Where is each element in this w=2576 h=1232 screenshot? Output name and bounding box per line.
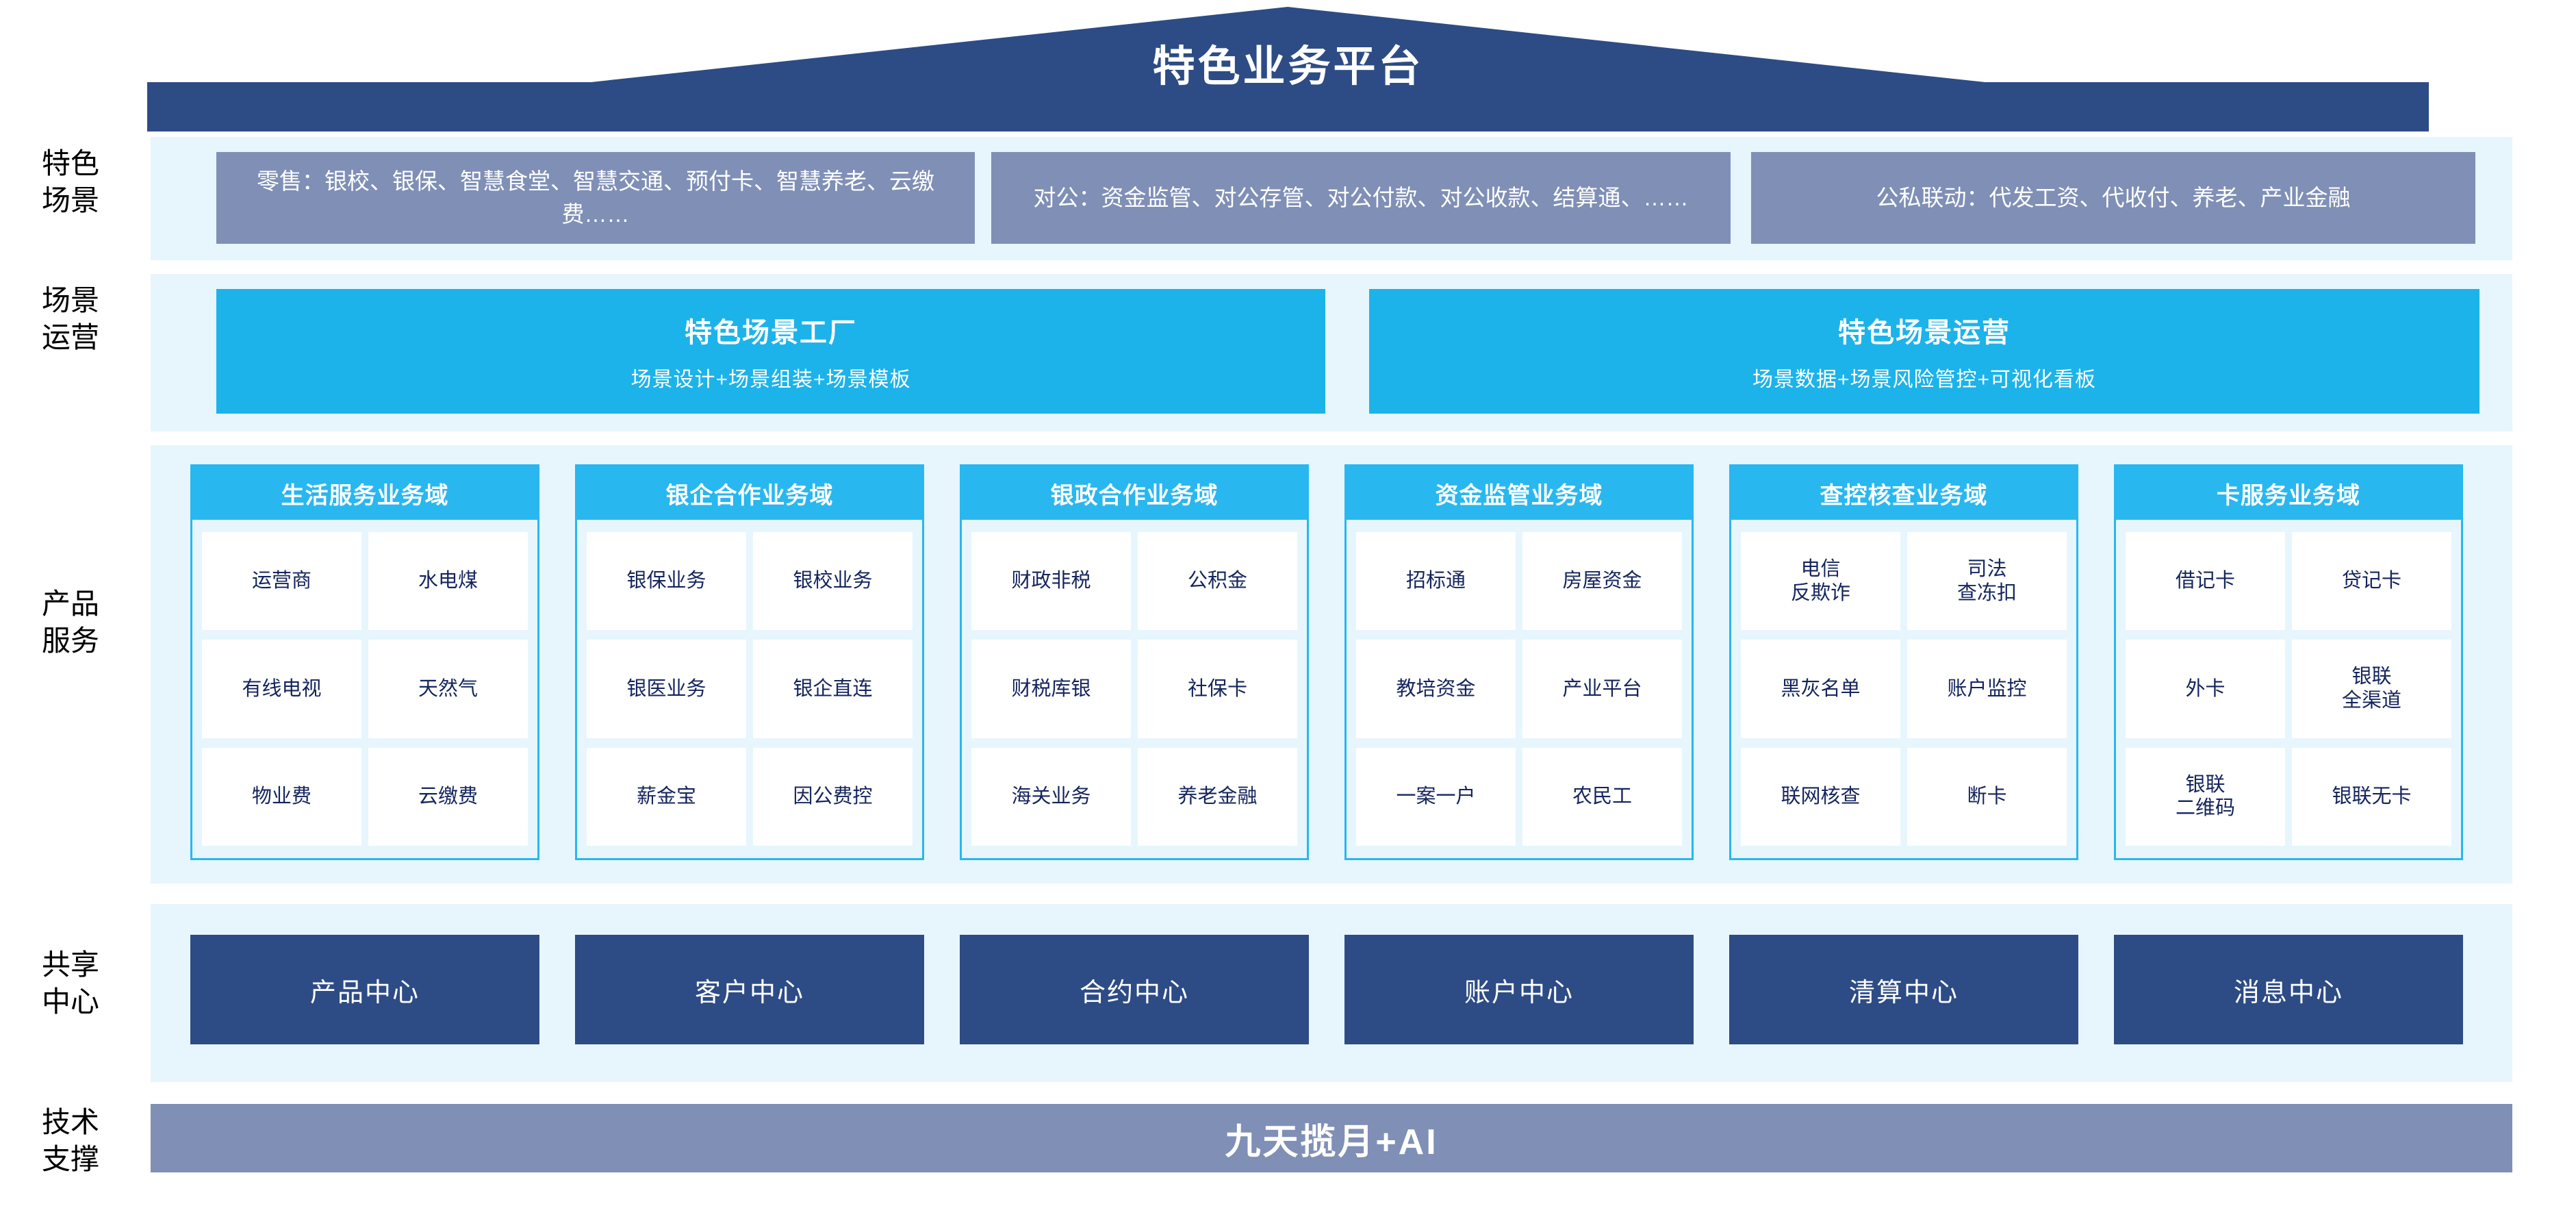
domain-item[interactable]: 天然气: [368, 640, 528, 738]
product-services-panel: 生活服务业务域 运营商 水电煤 有线电视 天然气 物业费 云缴费 银企合作业务域…: [151, 445, 2512, 883]
operations-panel: 特色场景工厂 场景设计+场景组装+场景模板 特色场景运营 场景数据+场景风险管控…: [151, 274, 2512, 431]
row-label-scenes: 特色 场景: [41, 147, 99, 216]
domain-item[interactable]: 薪金宝: [587, 747, 746, 846]
domain-item[interactable]: 社保卡: [1138, 640, 1297, 738]
domain-item-grid: 银保业务 银校业务 银医业务 银企直连 薪金宝 因公费控: [577, 520, 922, 858]
domain-column-card-service[interactable]: 卡服务业务域 借记卡 贷记卡 外卡 银联 全渠道 银联 二维码 银联无卡: [2114, 464, 2463, 860]
tech-support-panel: 九天揽月+AI: [151, 1104, 2512, 1186]
domain-item[interactable]: 银企直连: [753, 640, 913, 738]
scene-card-corporate[interactable]: 对公：资金监管、对公存管、对公付款、对公收款、结算通、……: [991, 152, 1731, 244]
domain-item[interactable]: 银联 二维码: [2126, 747, 2285, 846]
domain-item[interactable]: 电信 反欺诈: [1741, 532, 1900, 631]
domain-item[interactable]: 银校业务: [753, 532, 913, 631]
domain-item[interactable]: 银医业务: [587, 640, 746, 738]
ops-title: 特色场景工厂: [685, 318, 857, 348]
ops-card-scene-factory[interactable]: 特色场景工厂 场景设计+场景组装+场景模板: [216, 289, 1325, 414]
domain-column-life-service[interactable]: 生活服务业务域 运营商 水电煤 有线电视 天然气 物业费 云缴费: [190, 464, 539, 860]
domain-item[interactable]: 产业平台: [1522, 640, 1682, 738]
domain-item[interactable]: 财政非税: [971, 532, 1131, 631]
center-card-clearing[interactable]: 清算中心: [1729, 935, 2078, 1044]
scenes-panel: 零售：银校、银保、智慧食堂、智慧交通、预付卡、智慧养老、云缴费…… 对公：资金监…: [151, 137, 2512, 260]
platform-title-banner: 特色业务平台: [0, 0, 2576, 137]
page-title: 特色业务平台: [1152, 43, 1424, 90]
row-label-tech-support: 技术 支撑: [41, 1106, 99, 1175]
domain-header: 生活服务业务域: [192, 466, 537, 520]
domain-column-fund-supervision[interactable]: 资金监管业务域 招标通 房屋资金 教培资金 产业平台 一案一户 农民工: [1344, 464, 1694, 860]
domain-item[interactable]: 云缴费: [368, 747, 528, 846]
domain-column-bank-enterprise[interactable]: 银企合作业务域 银保业务 银校业务 银医业务 银企直连 薪金宝 因公费控: [575, 464, 924, 860]
domain-item[interactable]: 海关业务: [971, 747, 1131, 846]
center-card-customer[interactable]: 客户中心: [575, 935, 924, 1044]
ops-subtitle: 场景设计+场景组装+场景模板: [630, 368, 911, 391]
domain-item[interactable]: 养老金融: [1138, 747, 1297, 846]
domain-header: 银政合作业务域: [962, 466, 1307, 520]
domain-item-grid: 财政非税 公积金 财税库银 社保卡 海关业务 养老金融: [962, 520, 1307, 858]
domain-item[interactable]: 联网核查: [1741, 747, 1900, 846]
ops-subtitle: 场景数据+场景风险管控+可视化看板: [1752, 368, 2097, 391]
domain-header: 卡服务业务域: [2116, 466, 2461, 520]
domain-header: 查控核查业务域: [1731, 466, 2076, 520]
domain-item-grid: 借记卡 贷记卡 外卡 银联 全渠道 银联 二维码 银联无卡: [2116, 520, 2461, 858]
domain-item[interactable]: 因公费控: [753, 747, 913, 846]
domain-item[interactable]: 一案一户: [1356, 747, 1516, 846]
domain-header: 资金监管业务域: [1347, 466, 1692, 520]
domain-item[interactable]: 物业费: [202, 747, 361, 846]
domain-item[interactable]: 断卡: [1907, 747, 2067, 846]
center-card-contract[interactable]: 合约中心: [960, 935, 1309, 1044]
center-card-account[interactable]: 账户中心: [1344, 935, 1694, 1044]
domain-item[interactable]: 黑灰名单: [1741, 640, 1900, 738]
domain-item[interactable]: 房屋资金: [1522, 532, 1682, 631]
domain-item[interactable]: 贷记卡: [2292, 532, 2451, 631]
domain-item[interactable]: 有线电视: [202, 640, 361, 738]
domain-item[interactable]: 司法 查冻扣: [1907, 532, 2067, 631]
ops-title: 特色场景运营: [1838, 318, 2011, 348]
row-label-shared-centers: 共享 中心: [41, 948, 99, 1018]
scene-card-public-private[interactable]: 公私联动：代发工资、代收付、养老、产业金融: [1751, 152, 2475, 244]
domain-item[interactable]: 财税库银: [971, 640, 1131, 738]
domain-column-investigation-control[interactable]: 查控核查业务域 电信 反欺诈 司法 查冻扣 黑灰名单 账户监控 联网核查 断卡: [1729, 464, 2078, 860]
domain-header: 银企合作业务域: [577, 466, 922, 520]
domain-item[interactable]: 借记卡: [2126, 532, 2285, 631]
scene-card-retail[interactable]: 零售：银校、银保、智慧食堂、智慧交通、预付卡、智慧养老、云缴费……: [216, 152, 975, 244]
domain-item[interactable]: 农民工: [1522, 747, 1682, 846]
tech-support-bar[interactable]: 九天揽月+AI: [151, 1104, 2512, 1172]
domain-item[interactable]: 教培资金: [1356, 640, 1516, 738]
shared-centers-panel: 产品中心 客户中心 合约中心 账户中心 清算中心 消息中心: [151, 904, 2512, 1082]
center-card-message[interactable]: 消息中心: [2114, 935, 2463, 1044]
domain-item[interactable]: 账户监控: [1907, 640, 2067, 738]
domain-item-grid: 电信 反欺诈 司法 查冻扣 黑灰名单 账户监控 联网核查 断卡: [1731, 520, 2076, 858]
domain-item-grid: 招标通 房屋资金 教培资金 产业平台 一案一户 农民工: [1347, 520, 1692, 858]
row-label-products: 产品 服务: [41, 588, 99, 657]
center-card-product[interactable]: 产品中心: [190, 935, 539, 1044]
domain-item[interactable]: 外卡: [2126, 640, 2285, 738]
domain-item[interactable]: 招标通: [1356, 532, 1516, 631]
domain-item[interactable]: 水电煤: [368, 532, 528, 631]
domain-item[interactable]: 银保业务: [587, 532, 746, 631]
roof-shape-icon: [147, 7, 2429, 131]
domain-item-grid: 运营商 水电煤 有线电视 天然气 物业费 云缴费: [192, 520, 537, 858]
row-label-operations: 场景 运营: [41, 284, 99, 353]
domain-item[interactable]: 银联 全渠道: [2292, 640, 2451, 738]
domain-column-bank-government[interactable]: 银政合作业务域 财政非税 公积金 财税库银 社保卡 海关业务 养老金融: [960, 464, 1309, 860]
ops-card-scene-operation[interactable]: 特色场景运营 场景数据+场景风险管控+可视化看板: [1369, 289, 2479, 414]
domain-item[interactable]: 银联无卡: [2292, 747, 2451, 846]
domain-item[interactable]: 运营商: [202, 532, 361, 631]
domain-item[interactable]: 公积金: [1138, 532, 1297, 631]
